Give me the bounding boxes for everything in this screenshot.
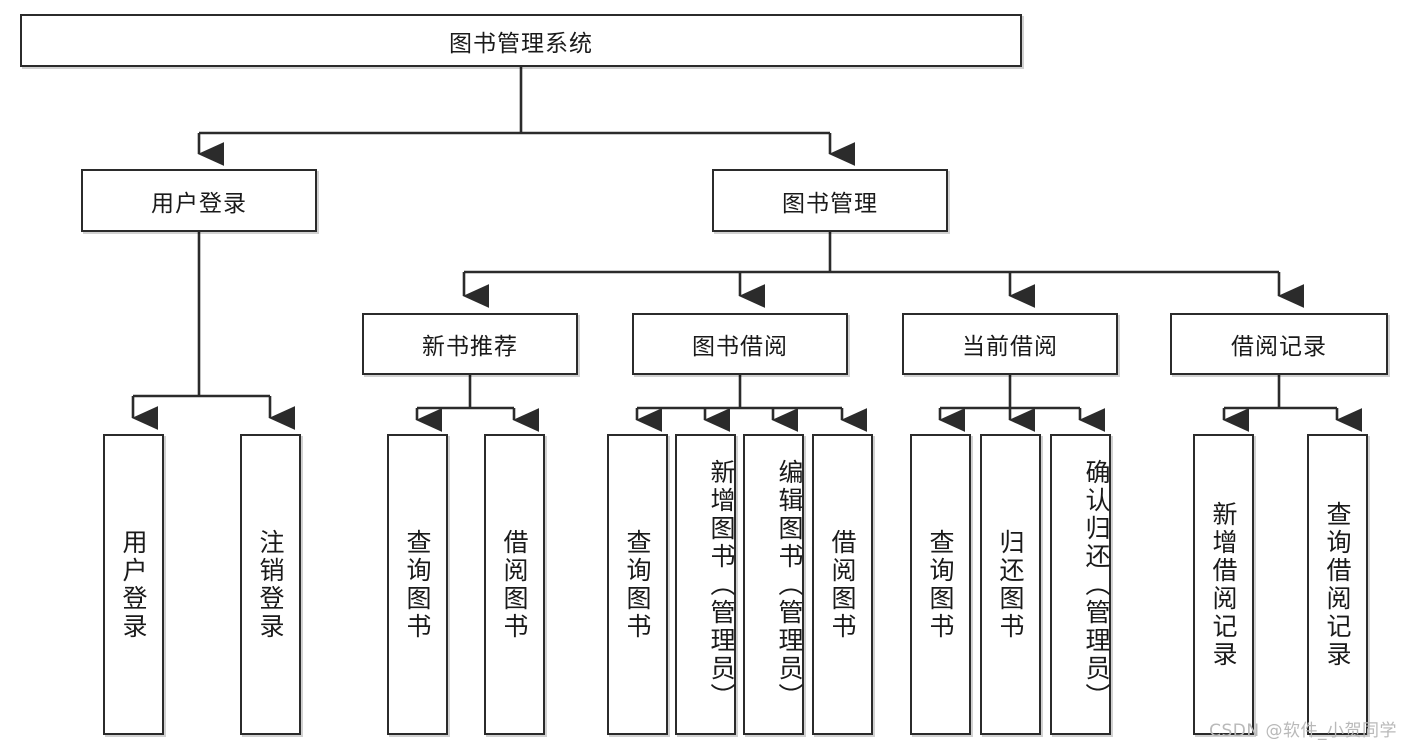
node-new-book-recommend[interactable]: 新书推荐	[362, 313, 578, 375]
node-book-borrow[interactable]: 图书借阅	[632, 313, 848, 375]
node-label: 用户登录	[151, 190, 247, 217]
node-label: 查询图书	[926, 528, 955, 641]
node-label: 图书借阅	[692, 334, 788, 360]
leaf-book-borrow-add-book-admin[interactable]: 新增图书（管理员）	[675, 434, 736, 735]
leaf-borrow-record-add-record[interactable]: 新增借阅记录	[1193, 434, 1254, 735]
node-user-login[interactable]: 用户登录	[81, 169, 317, 232]
leaf-user-login-login[interactable]: 用户登录	[103, 434, 164, 735]
node-borrow-record[interactable]: 借阅记录	[1170, 313, 1388, 375]
leaf-user-login-logout[interactable]: 注销登录	[240, 434, 301, 735]
leaf-borrow-record-query-record[interactable]: 查询借阅记录	[1307, 434, 1368, 735]
node-label: 图书管理	[782, 190, 878, 217]
leaf-current-borrow-query-book[interactable]: 查询图书	[910, 434, 971, 735]
leaf-new-book-borrow-book[interactable]: 借阅图书	[484, 434, 545, 735]
node-label: 借阅记录	[1231, 334, 1327, 360]
leaf-new-book-query-book[interactable]: 查询图书	[387, 434, 448, 735]
node-label: 编辑图书（管理员）	[775, 458, 804, 711]
leaf-current-borrow-return-book[interactable]: 归还图书	[980, 434, 1041, 735]
node-label: 当前借阅	[962, 334, 1058, 360]
node-label: 借阅图书	[500, 528, 529, 641]
leaf-book-borrow-borrow-book[interactable]: 借阅图书	[812, 434, 873, 735]
node-root-book-management-system[interactable]: 图书管理系统	[20, 14, 1022, 67]
node-label: 查询图书	[623, 528, 652, 641]
node-label: 查询借阅记录	[1323, 500, 1352, 669]
node-label: 新增借阅记录	[1209, 500, 1238, 669]
leaf-book-borrow-edit-book-admin[interactable]: 编辑图书（管理员）	[743, 434, 804, 735]
node-label: 用户登录	[119, 528, 148, 641]
node-label: 图书管理系统	[449, 30, 593, 57]
leaf-current-borrow-confirm-return-admin[interactable]: 确认归还（管理员）	[1050, 434, 1111, 735]
node-book-management[interactable]: 图书管理	[712, 169, 948, 232]
node-label: 查询图书	[403, 528, 432, 641]
node-label: 归还图书	[996, 528, 1025, 641]
node-label: 新书推荐	[422, 334, 518, 360]
watermark-text: CSDN @软件_小贺同学	[1209, 721, 1397, 741]
node-label: 注销登录	[256, 528, 285, 641]
node-label: 借阅图书	[828, 528, 857, 641]
leaf-book-borrow-query-book[interactable]: 查询图书	[607, 434, 668, 735]
node-label: 新增图书（管理员）	[707, 458, 736, 711]
node-label: 确认归还（管理员）	[1082, 458, 1111, 711]
node-current-borrow[interactable]: 当前借阅	[902, 313, 1118, 375]
